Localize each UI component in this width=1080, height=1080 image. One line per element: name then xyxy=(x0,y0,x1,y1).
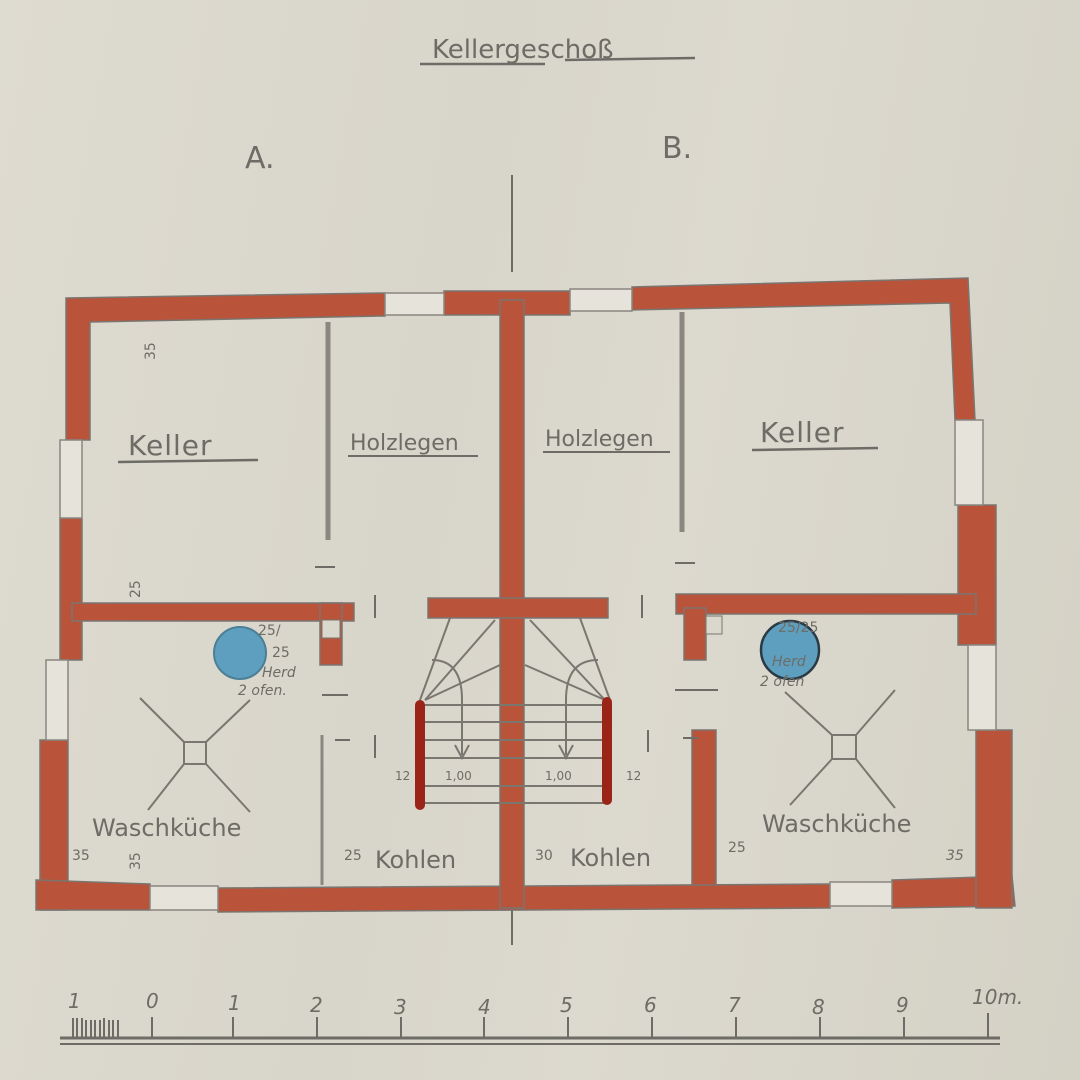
room-label-waschkueche-a: Waschküche xyxy=(92,814,241,842)
drain-symbol-left xyxy=(139,697,251,813)
dim-right-bottom: 35 xyxy=(946,848,964,864)
stair-posts xyxy=(415,697,612,810)
scale-label-6: 6 xyxy=(644,993,657,1017)
scale-label-2: 2 xyxy=(310,993,323,1017)
flue-right xyxy=(705,615,723,635)
left-chimney-herd: Herd xyxy=(262,665,296,681)
stair-left-offset: 12 xyxy=(395,769,410,783)
room-label-kohlen-b: Kohlen xyxy=(570,844,651,872)
section-a-label: A. xyxy=(245,141,275,176)
door-marks xyxy=(315,562,718,758)
dim-left-top: 35 xyxy=(143,342,159,360)
dim-left-kohlen: 25 xyxy=(344,848,362,864)
stair-right-width: 1,00 xyxy=(545,769,572,783)
dim-right-kohlen-b: 25 xyxy=(728,840,746,856)
dim-left-bottom-a: 35 xyxy=(72,848,90,864)
scale-label-8: 8 xyxy=(812,995,825,1019)
left-chimney-dim1: 25/ xyxy=(258,623,281,639)
partitions xyxy=(320,312,685,885)
scale-bar: 1 0 1 2 3 4 5 6 7 8 9 10m. xyxy=(60,985,1023,1045)
room-label-holzlegen-b: Holzlegen xyxy=(545,427,654,452)
stair-right-offset: 12 xyxy=(626,769,641,783)
flue-left xyxy=(321,619,341,639)
windows xyxy=(45,288,997,911)
dim-right-kohlen-a: 30 xyxy=(535,848,553,864)
drain-symbol-right xyxy=(784,689,896,809)
scale-label-9: 9 xyxy=(896,993,909,1017)
dim-left-bottom-b: 35 xyxy=(128,852,144,870)
scale-label-0: 0 xyxy=(146,989,159,1013)
scale-label-1: 1 xyxy=(228,991,241,1015)
scale-label-minus1: 1 xyxy=(68,989,81,1013)
dim-left-mid: 25 xyxy=(128,580,144,598)
room-label-keller-a: Keller xyxy=(128,429,213,462)
section-b-label: B. xyxy=(662,131,692,166)
left-chimney-dim2: 25 xyxy=(272,645,290,661)
scale-label-3: 3 xyxy=(394,995,407,1019)
scale-label-4: 4 xyxy=(478,995,491,1019)
scale-label-7: 7 xyxy=(728,993,741,1017)
right-chimney-herd: Herd xyxy=(772,654,806,670)
walls xyxy=(35,277,1016,913)
left-chimney-ofen: 2 ofen. xyxy=(238,683,287,699)
room-label-waschkueche-b: Waschküche xyxy=(762,810,911,838)
scale-label-5: 5 xyxy=(560,993,573,1017)
room-label-kohlen-a: Kohlen xyxy=(375,846,456,874)
stair-left-width: 1,00 xyxy=(445,769,472,783)
right-chimney-ofen: 2 ofen xyxy=(760,674,804,690)
room-label-keller-b: Keller xyxy=(760,416,845,449)
room-label-holzlegen-a: Holzlegen xyxy=(350,431,459,456)
staircase xyxy=(419,617,611,804)
chimney-marker-right xyxy=(759,619,821,681)
chimney-marker-left xyxy=(213,626,267,680)
right-chimney-dim: 25/25 xyxy=(778,620,818,636)
scale-label-10m: 10m. xyxy=(972,985,1023,1009)
